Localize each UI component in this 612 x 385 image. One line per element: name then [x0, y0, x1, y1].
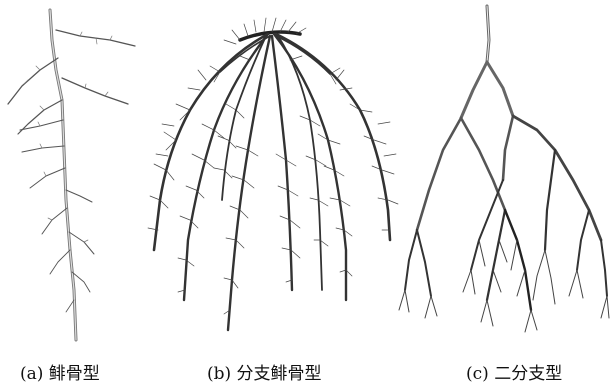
second-order-branch — [461, 118, 505, 210]
lateral-root — [50, 250, 70, 274]
third-order-branch — [577, 210, 589, 270]
third-order-branch — [487, 210, 505, 300]
caption-herringbone: (a) 鲱骨型 — [20, 359, 100, 384]
second-order-branch — [503, 116, 513, 180]
main-branch-root — [276, 36, 330, 74]
branched-herringbone-root-drawing — [140, 0, 410, 350]
main-branch-root — [274, 34, 346, 300]
lateral-root — [30, 168, 65, 188]
lateral-root — [56, 30, 135, 46]
lateral-root — [42, 208, 67, 234]
main-root-axis — [50, 10, 76, 340]
caption-branched-herringbone: (b) 分支鲱骨型 — [207, 359, 322, 384]
lateral-root — [22, 146, 64, 152]
caption-dichotomous: (c) 二分支型 — [466, 359, 562, 384]
second-order-branch — [417, 118, 461, 230]
second-order-branch — [513, 116, 601, 240]
panel-branched-herringbone — [140, 0, 410, 350]
lateral-root — [66, 190, 92, 202]
main-branch-root — [228, 36, 270, 330]
third-order-branch — [405, 230, 417, 290]
main-branch-root — [272, 36, 292, 290]
third-order-branch — [545, 150, 555, 250]
third-order-branch — [471, 180, 503, 270]
third-order-branch — [505, 210, 531, 310]
third-order-branch — [417, 230, 431, 296]
lateral-root — [66, 300, 74, 312]
first-order-branch — [461, 62, 487, 118]
third-order-branch — [601, 240, 607, 296]
lateral-root — [62, 78, 128, 104]
dichotomous-root-drawing — [395, 0, 612, 350]
root-tips — [399, 240, 609, 332]
panel-dichotomous — [395, 0, 612, 350]
lateral-root — [8, 58, 58, 104]
first-order-branch — [487, 62, 513, 116]
lateral-root — [69, 232, 94, 254]
